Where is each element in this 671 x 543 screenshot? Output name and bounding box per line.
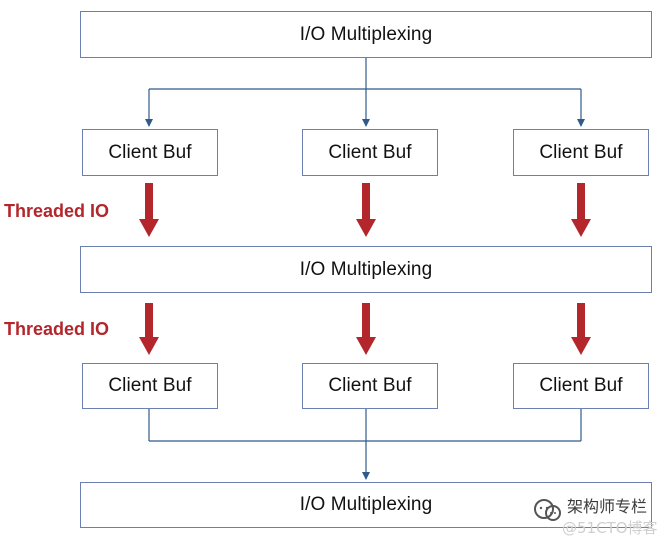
client-buffer-label: Client Buf <box>108 375 192 396</box>
threaded-arrow-row1-center <box>356 183 376 237</box>
client-buffer-row1-right: Client Buf <box>513 129 649 176</box>
middle-io-multiplexing-label: I/O Multiplexing <box>299 258 433 280</box>
threaded-io-label-2: Threaded IO <box>4 319 110 339</box>
top-io-multiplexing-box: I/O Multiplexing <box>80 11 652 58</box>
threaded-arrow-row1-right <box>571 183 591 237</box>
client-buffer-label: Client Buf <box>539 141 623 163</box>
top-io-multiplexing-label: I/O Multiplexing <box>299 23 433 45</box>
client-buffer-row2-left: Client Buf <box>82 363 218 409</box>
client-buffer-row1-center: Client Buf <box>302 129 438 176</box>
bottom-io-multiplexing-box: I/O Multiplexing <box>80 482 652 528</box>
client-buffer-label: Client Buf <box>539 375 623 396</box>
client-buffer-row2-right: Client Buf <box>513 363 649 409</box>
bottom-io-multiplexing-label: I/O Multiplexing <box>299 494 433 515</box>
threaded-arrow-row2-right <box>571 303 591 355</box>
client-buffer-label: Client Buf <box>328 141 412 163</box>
middle-io-multiplexing-box: I/O Multiplexing <box>80 246 652 293</box>
threaded-arrow-row1-left <box>139 183 159 237</box>
threaded-arrow-row2-center <box>356 303 376 355</box>
wechat-watermark-icon <box>534 499 561 521</box>
client-buffer-label: Client Buf <box>108 141 192 163</box>
watermark-source: @51CTO博客 <box>562 519 658 537</box>
client-buffer-row2-center: Client Buf <box>302 363 438 409</box>
client-buffer-row1-left: Client Buf <box>82 129 218 176</box>
watermark-title: 架构师专栏 <box>567 497 648 516</box>
client-buffer-label: Client Buf <box>328 375 412 396</box>
threaded-arrow-row2-left <box>139 303 159 355</box>
threaded-io-label-1: Threaded IO <box>4 201 110 221</box>
